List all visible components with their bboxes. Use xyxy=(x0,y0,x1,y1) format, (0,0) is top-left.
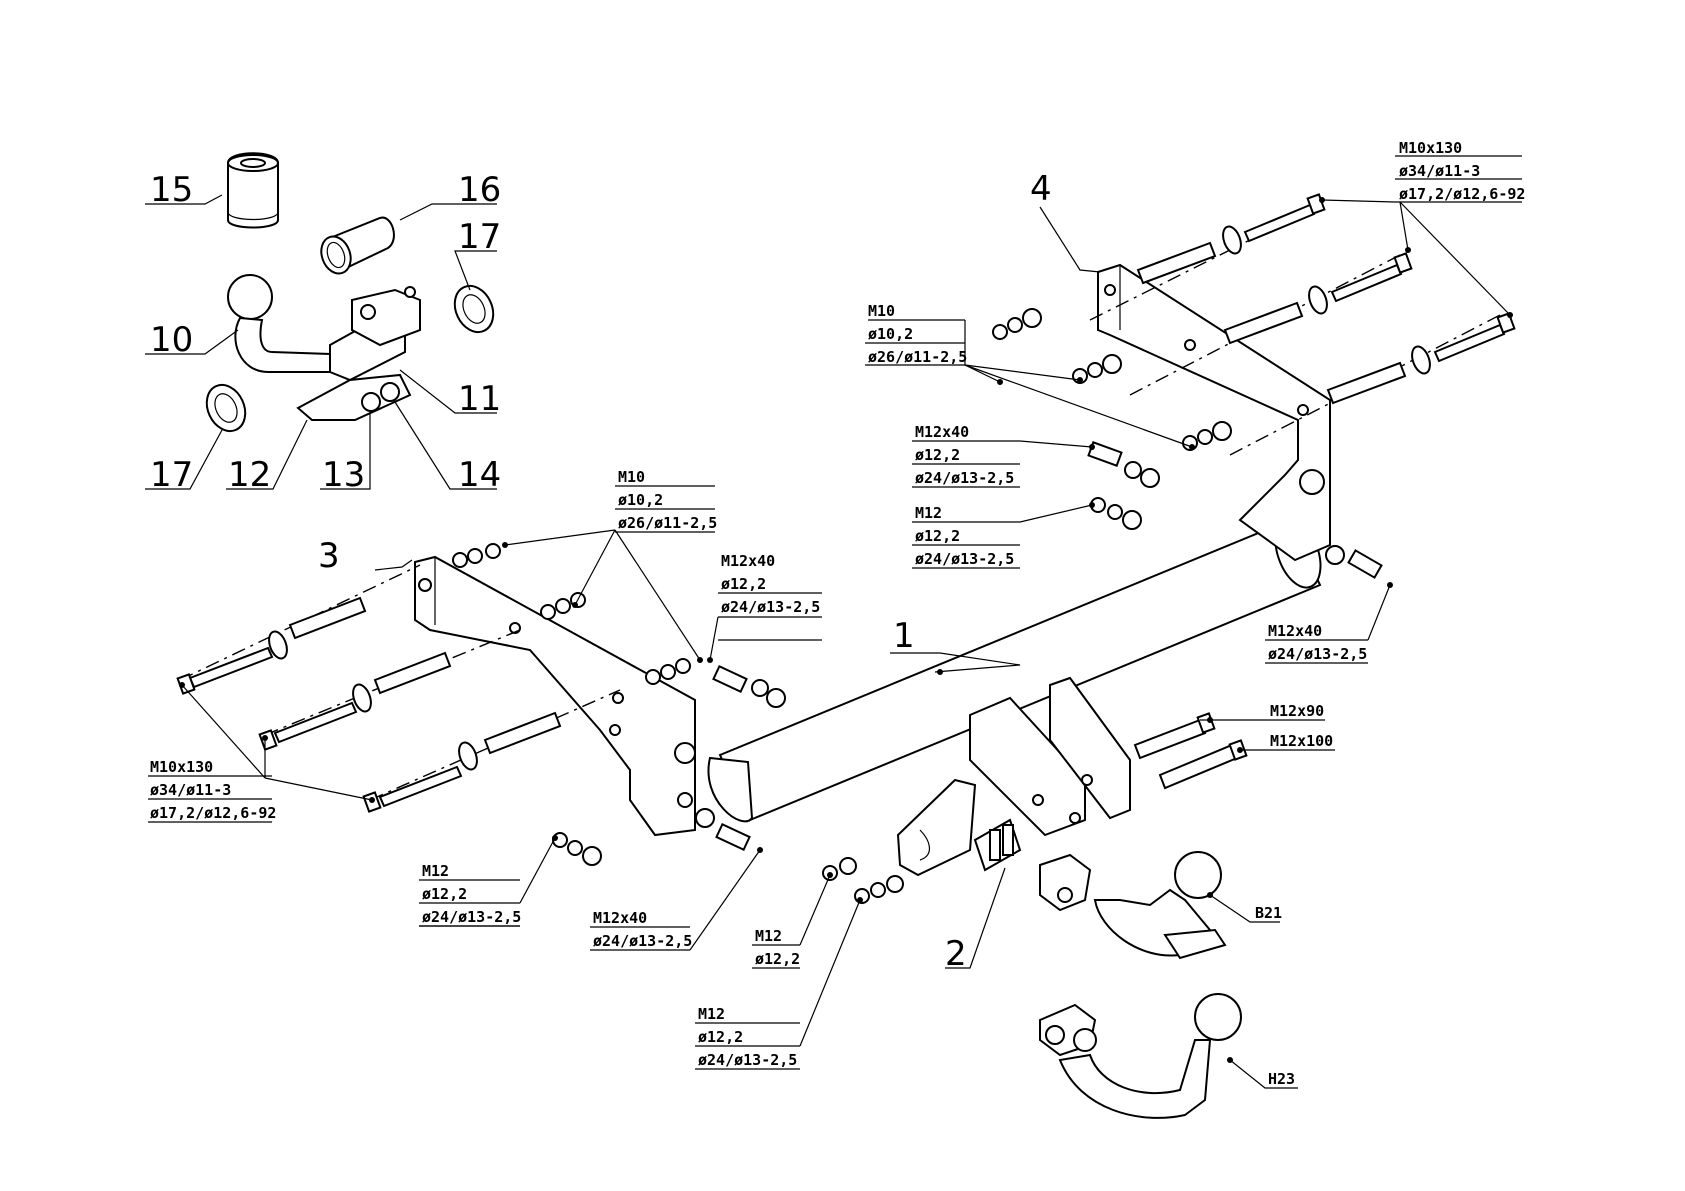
label-top-right-bolt-sleeve: ø17,2/ø12,6-92 xyxy=(1399,185,1525,203)
label-bottom-m12-size: M12 xyxy=(422,862,449,880)
plug-ring-part-bottom xyxy=(205,383,247,433)
label-right-m12-size: M12 xyxy=(915,504,942,522)
tow-ball-neck-part xyxy=(227,274,421,382)
leaders-top-left xyxy=(145,194,497,490)
label-top-right-bolt-washer: ø34/ø11-3 xyxy=(1399,162,1480,180)
label-underlines xyxy=(148,155,1522,1024)
callout-13: 13 xyxy=(322,455,365,495)
callout-17-top: 17 xyxy=(458,217,501,257)
ball-cap-part xyxy=(227,152,279,229)
right-long-bolts xyxy=(1089,193,1516,456)
label-bottom-m12-spring: ø12,2 xyxy=(422,885,467,903)
label-center-m12x40-washer: ø24/ø13-2,5 xyxy=(721,598,820,616)
label-right-m10-size: M10 xyxy=(868,302,895,320)
callout-3: 3 xyxy=(318,536,340,576)
callout-14: 14 xyxy=(458,455,501,495)
left-bracket-part xyxy=(414,555,696,837)
right-bracket-part xyxy=(1097,263,1331,562)
label-left-bolt-washer: ø34/ø11-3 xyxy=(150,781,231,799)
callout-17-bottom: 17 xyxy=(150,455,193,495)
label-right-m12x40-spring: ø12,2 xyxy=(915,446,960,464)
label-center-m12x40-size: M12x40 xyxy=(721,552,775,570)
label-left-bolt-sleeve: ø17,2/ø12,6-92 xyxy=(150,804,276,822)
label-m12x90: M12x90 xyxy=(1270,702,1324,720)
label-plate-m12b-size: M12 xyxy=(698,1005,725,1023)
label-right-m12x40-washer: ø24/ø13-2,5 xyxy=(915,469,1014,487)
label-left-m10-size: M10 xyxy=(618,468,645,486)
label-right-m12x40b-size: M12x40 xyxy=(1268,622,1322,640)
label-bottom-m12x40-washer: ø24/ø13-2,5 xyxy=(593,932,692,950)
leader-dots xyxy=(179,197,1513,1063)
label-left-m10-washer: ø26/ø11-2,5 xyxy=(618,514,717,532)
label-right-m12-spring: ø12,2 xyxy=(915,527,960,545)
label-right-m12x40b-washer: ø24/ø13-2,5 xyxy=(1268,645,1367,663)
callout-4: 4 xyxy=(1030,169,1052,209)
label-center-m12x40-spring: ø12,2 xyxy=(721,575,766,593)
center-plate-part xyxy=(969,676,1131,837)
callout-2: 2 xyxy=(945,934,967,974)
nut-washer-stacks xyxy=(452,308,1383,904)
label-h23: H23 xyxy=(1268,1070,1295,1088)
label-plate-m12-spring: ø12,2 xyxy=(755,950,800,968)
callout-10: 10 xyxy=(150,320,193,360)
b21-ball-part xyxy=(1039,851,1227,960)
label-right-m12-washer: ø24/ø13-2,5 xyxy=(915,550,1014,568)
h23-ball-part xyxy=(1039,993,1242,1119)
label-plate-m12b-spring: ø12,2 xyxy=(698,1028,743,1046)
label-left-bolt-size: M10x130 xyxy=(150,758,213,776)
callout-11: 11 xyxy=(458,379,501,419)
label-right-m12x40-size: M12x40 xyxy=(915,423,969,441)
callout-numbers: 15 16 17 10 11 17 12 13 14 3 4 1 2 xyxy=(150,169,1052,974)
label-left-m10-spring: ø10,2 xyxy=(618,491,663,509)
label-right-m10-washer: ø26/ø11-2,5 xyxy=(868,348,967,366)
label-top-right-bolt-size: M10x130 xyxy=(1399,139,1462,157)
label-right-m10-spring: ø10,2 xyxy=(868,325,913,343)
callout-15: 15 xyxy=(150,170,193,210)
label-leaders xyxy=(148,178,1522,1089)
socket-plate-part xyxy=(896,778,1022,877)
clamp-plate-part xyxy=(296,373,412,421)
left-long-bolts xyxy=(176,564,621,813)
label-bottom-m12-washer: ø24/ø13-2,5 xyxy=(422,908,521,926)
label-m12x100: M12x100 xyxy=(1270,732,1333,750)
label-plate-m12-size: M12 xyxy=(755,927,782,945)
callout-12: 12 xyxy=(228,455,271,495)
label-plate-m12b-washer: ø24/ø13-2,5 xyxy=(698,1051,797,1069)
callout-1: 1 xyxy=(893,616,915,656)
spec-labels: M10x130 ø34/ø11-3 ø17,2/ø12,6-92 M10 ø10… xyxy=(150,139,1525,1088)
sleeve-part xyxy=(320,216,395,275)
label-bottom-m12x40-size: M12x40 xyxy=(593,909,647,927)
label-b21: B21 xyxy=(1255,904,1282,922)
plug-ring-part-top xyxy=(453,284,495,334)
callout-16: 16 xyxy=(458,170,501,210)
